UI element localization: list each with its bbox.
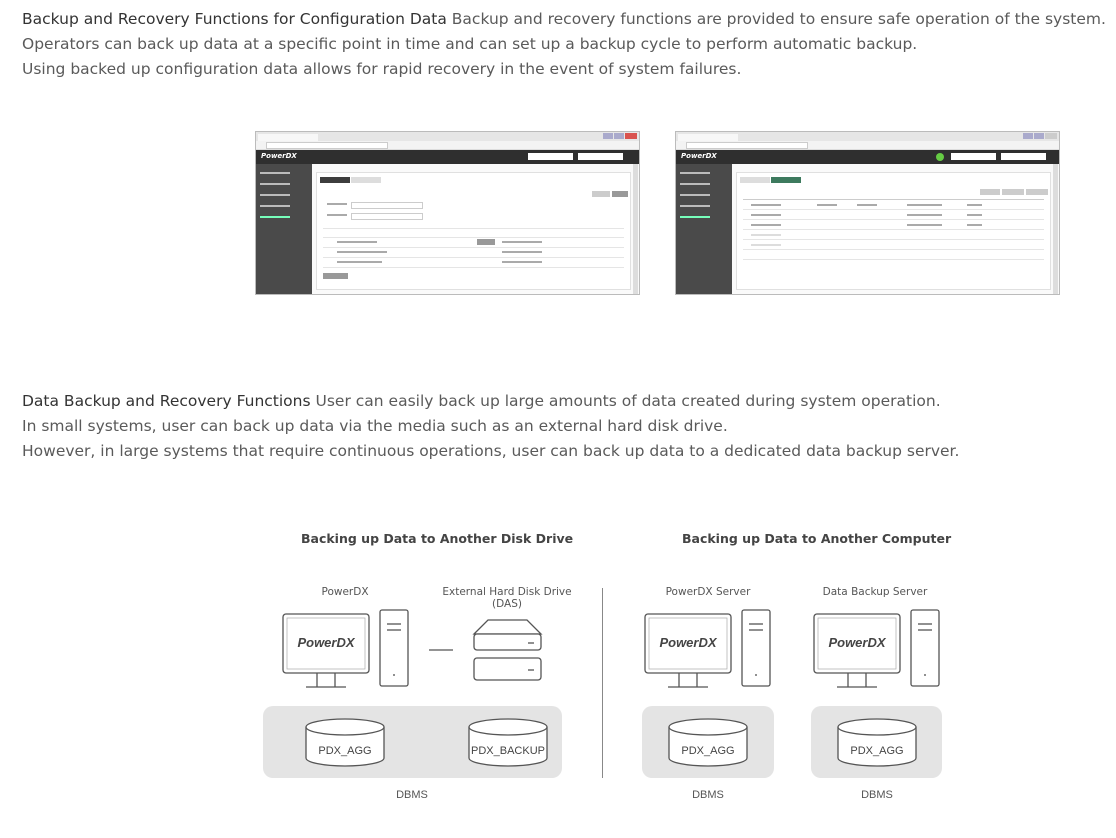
database-icon <box>837 718 917 767</box>
app-logo: PowerDX <box>681 152 717 160</box>
disk-backup-heading: Backing up Data to Another Disk Drive <box>301 531 574 546</box>
server-tower-icon <box>741 609 771 687</box>
config-backup-line3: Using backed up configuration data allow… <box>22 60 742 78</box>
data-backup-description: Data Backup and Recovery Functions User … <box>22 389 959 464</box>
backup-settings-screenshot: PowerDX <box>255 131 640 295</box>
backup-history-screenshot: PowerDX <box>675 131 1060 295</box>
backup-server-monitor-logo: PowerDX <box>828 635 886 650</box>
db-label-pdx-agg: PDX_AGG <box>318 745 371 757</box>
data-backup-line3: However, in large systems that require c… <box>22 442 960 460</box>
config-backup-line1: Backup and recovery functions are provid… <box>446 10 1106 28</box>
database-icon <box>305 718 385 767</box>
monitor-icon <box>282 613 370 688</box>
data-backup-title: Data Backup and Recovery Functions <box>22 392 311 410</box>
data-backup-line1: User can easily back up large amounts of… <box>310 392 941 410</box>
database-icon <box>668 718 748 767</box>
db-label-backup-agg: PDX_AGG <box>850 745 903 757</box>
computer-backup-heading: Backing up Data to Another Computer <box>682 531 952 546</box>
dbms-label-backup: DBMS <box>861 789 893 801</box>
db-label-server-agg: PDX_AGG <box>681 745 734 757</box>
external-disk-icon <box>472 619 543 681</box>
database-icon <box>468 718 548 767</box>
dbms-label-server: DBMS <box>692 789 724 801</box>
backup-server-tower-icon <box>910 609 940 687</box>
server-monitor-icon <box>644 613 732 688</box>
db-label-pdx-backup: PDX_BACKUP <box>471 745 545 757</box>
config-backup-line2: Operators can back up data at a specific… <box>22 35 918 53</box>
server-monitor-logo: PowerDX <box>659 635 717 650</box>
external-disk-label: External Hard Disk Drive (DAS) <box>442 586 572 610</box>
backup-server-monitor-icon <box>813 613 901 688</box>
data-backup-server-label: Data Backup Server <box>822 586 928 598</box>
data-backup-line2: In small systems, user can back up data … <box>22 417 728 435</box>
powerdx-server-label: PowerDX Server <box>665 586 751 598</box>
dbms-label-left: DBMS <box>396 789 428 801</box>
powerdx-label: PowerDX <box>321 586 369 598</box>
diagram-divider <box>602 588 603 778</box>
tower-icon <box>379 609 409 687</box>
config-backup-title: Backup and Recovery Functions for Config… <box>22 10 447 28</box>
config-backup-description: Backup and Recovery Functions for Config… <box>22 7 1106 82</box>
monitor-logo: PowerDX <box>297 635 355 650</box>
app-logo: PowerDX <box>261 152 297 160</box>
